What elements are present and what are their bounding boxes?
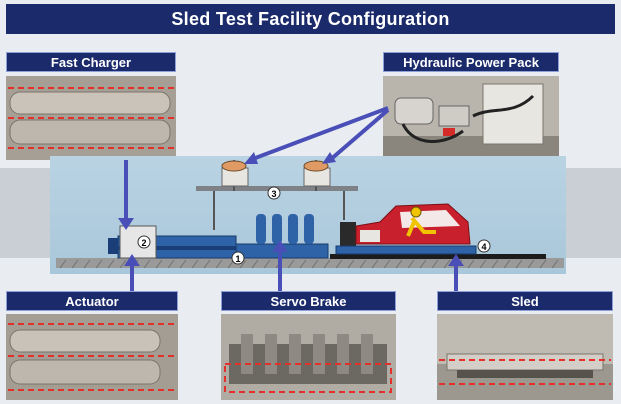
servo-brake-cylinder [288, 214, 298, 244]
hydraulic-power-pack-label-bar: Hydraulic Power Pack [383, 52, 559, 72]
arrow-head [322, 152, 336, 164]
arrow-hpp-left [249, 106, 389, 162]
servo-brake-pad [340, 222, 356, 246]
actuator-photo [6, 314, 178, 400]
actuator-photo-art [6, 314, 178, 400]
sled-platform [335, 245, 477, 255]
actuator-label: Actuator [65, 293, 119, 309]
arrows [118, 106, 464, 292]
callout-3-text: 3 [271, 189, 276, 199]
arrow-head [124, 254, 140, 266]
page-title: Sled Test Facility Configuration [171, 8, 450, 29]
sled-label: Sled [511, 293, 539, 309]
callout-4-text: 4 [481, 242, 486, 252]
left-shade [0, 168, 50, 258]
accumulator-right-cap [303, 160, 329, 172]
callout-3: 3 [267, 186, 281, 200]
servo-brake-photo [221, 314, 396, 400]
sled-track [330, 254, 546, 259]
servo-brake-label-bar: Servo Brake [221, 291, 396, 311]
fast-charger-label-bar: Fast Charger [6, 52, 176, 72]
fast-charger-photo-art [6, 76, 176, 160]
callout-4: 4 [477, 239, 491, 253]
sled-photo [437, 314, 613, 400]
fast-charger-label: Fast Charger [50, 54, 132, 70]
arrow-head [448, 254, 464, 266]
right-shade [566, 168, 621, 258]
fast-charger-photo [6, 76, 176, 160]
callout-1: 1 [231, 251, 245, 265]
actuator-rod [118, 246, 268, 250]
arrow-head [118, 218, 134, 230]
arrow-head [272, 240, 288, 252]
dummy-icon [406, 206, 436, 237]
servo-brake-label: Servo Brake [270, 293, 347, 309]
callout-1-text: 1 [235, 254, 240, 264]
servo-brake-cylinder [304, 214, 314, 244]
actuator-endcap [108, 238, 118, 254]
accumulator-left-cap [221, 160, 247, 172]
callout-2-text: 2 [141, 238, 146, 248]
actuator-label-bar: Actuator [6, 291, 178, 311]
title-banner: Sled Test Facility Configuration [6, 4, 615, 34]
arrow-head [244, 152, 258, 164]
servo-brake-cylinder [256, 214, 266, 244]
floor [56, 258, 564, 268]
sled-label-bar: Sled [437, 291, 613, 311]
hydraulic-power-pack-label: Hydraulic Power Pack [403, 54, 539, 70]
servo-brake-cylinder [272, 214, 282, 244]
callout-2: 2 [137, 235, 151, 249]
sled-photo-art [437, 314, 613, 400]
arrow-hpp-right [328, 108, 390, 162]
servo-brake-photo-art [221, 314, 396, 400]
